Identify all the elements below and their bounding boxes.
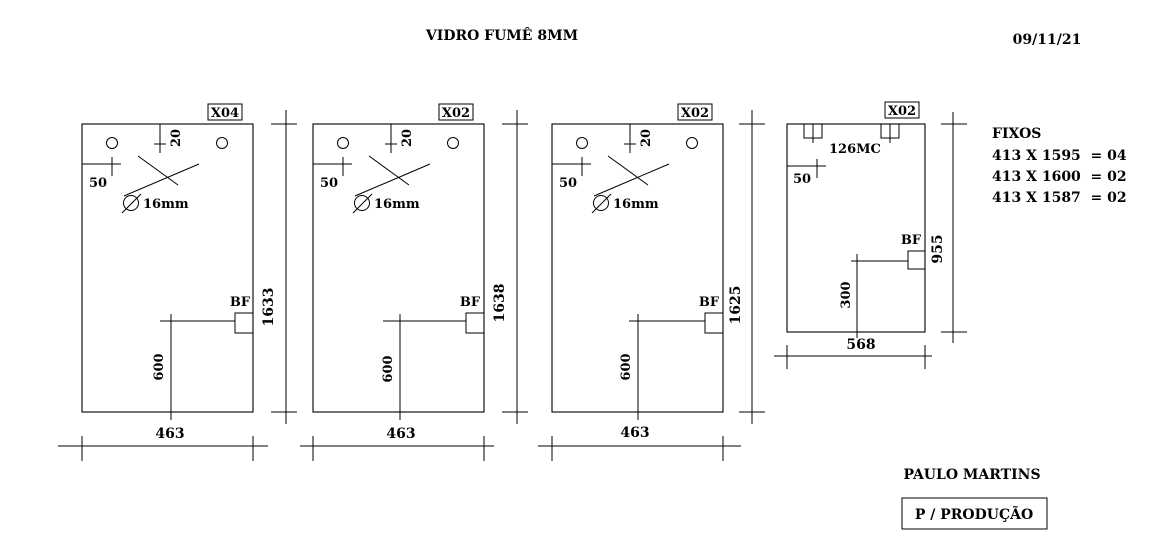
hole-circle-left xyxy=(106,137,118,149)
width-dimension: 463 xyxy=(386,426,415,442)
panel-tag: X02 xyxy=(888,104,916,119)
panel-tag-box xyxy=(884,101,920,119)
panel-outline xyxy=(81,123,254,413)
fixos-list: FIXOS 413 X 1595 = 04 413 X 1600 = 02 41… xyxy=(992,126,1127,206)
panel-tag-box xyxy=(207,103,243,121)
hardware-label: BF xyxy=(230,295,251,310)
hardware-height-label: 600 xyxy=(619,353,634,380)
fixos-line-2: 413 X 1600 = 02 xyxy=(992,169,1127,185)
panel-2: X02 20 50 16mm BF 600 1638 463 xyxy=(300,103,528,461)
fixos-line-1: 413 X 1595 = 04 xyxy=(992,148,1127,164)
panel-tag: X02 xyxy=(442,106,470,121)
panel-tag: X02 xyxy=(681,106,709,121)
production-stamp-box xyxy=(901,497,1048,530)
panel-1: X04 20 50 16mm BF 600 1633 463 xyxy=(58,103,297,461)
hole-circle-right xyxy=(216,137,228,149)
side-offset-label: 50 xyxy=(559,176,577,191)
hardware-height-label: 600 xyxy=(381,355,396,382)
side-offset-label: 50 xyxy=(89,176,107,191)
panel-3: X02 20 50 16mm BF 600 1625 463 xyxy=(538,103,765,461)
side-offset-label: 50 xyxy=(320,176,338,191)
hole-diameter-label: 16mm xyxy=(613,197,659,212)
hole-diameter-label: 16mm xyxy=(143,197,189,212)
hardware-height-label: 300 xyxy=(839,281,854,308)
hole-circle-left xyxy=(576,137,588,149)
height-dimension: 1638 xyxy=(492,284,508,323)
hardware-label: BF xyxy=(699,295,720,310)
top-offset-label: 20 xyxy=(169,129,184,147)
hardware-box xyxy=(907,250,926,270)
drawing-date: 09/11/21 xyxy=(1013,32,1082,48)
hardware-box xyxy=(234,312,254,334)
panel-4: X02 126MC 50 BF 300 955 568 xyxy=(774,101,967,369)
hardware-box xyxy=(704,312,724,334)
panel-tag-box xyxy=(677,103,713,121)
side-offset-label: 50 xyxy=(793,172,811,187)
drawing-title: VIDRO FUMÊ 8MM xyxy=(425,26,578,44)
author-name: PAULO MARTINS xyxy=(903,467,1040,483)
notch-label: 126MC xyxy=(829,142,881,157)
top-offset-label: 20 xyxy=(639,129,654,147)
hole-circle-right xyxy=(447,137,459,149)
fixos-line-3: 413 X 1587 = 02 xyxy=(992,190,1127,206)
height-dimension: 955 xyxy=(930,234,946,263)
hardware-box xyxy=(465,312,485,334)
hole-circle-right xyxy=(686,137,698,149)
height-dimension: 1633 xyxy=(261,288,277,327)
hardware-height-label: 600 xyxy=(152,353,167,380)
production-stamp: P / PRODUÇÃO xyxy=(915,504,1033,523)
height-dimension: 1625 xyxy=(728,286,744,325)
width-dimension: 568 xyxy=(846,337,875,353)
hardware-label: BF xyxy=(901,233,922,248)
hardware-label: BF xyxy=(460,295,481,310)
panel-tag-box xyxy=(438,103,474,121)
panel-outline xyxy=(312,123,485,413)
width-dimension: 463 xyxy=(620,425,649,441)
top-offset-label: 20 xyxy=(400,129,415,147)
hole-diameter-label: 16mm xyxy=(374,197,420,212)
width-dimension: 463 xyxy=(155,426,184,442)
fixos-title: FIXOS xyxy=(992,126,1041,142)
panel-outline xyxy=(786,123,926,333)
panel-tag: X04 xyxy=(211,106,239,121)
hole-circle-left xyxy=(337,137,349,149)
